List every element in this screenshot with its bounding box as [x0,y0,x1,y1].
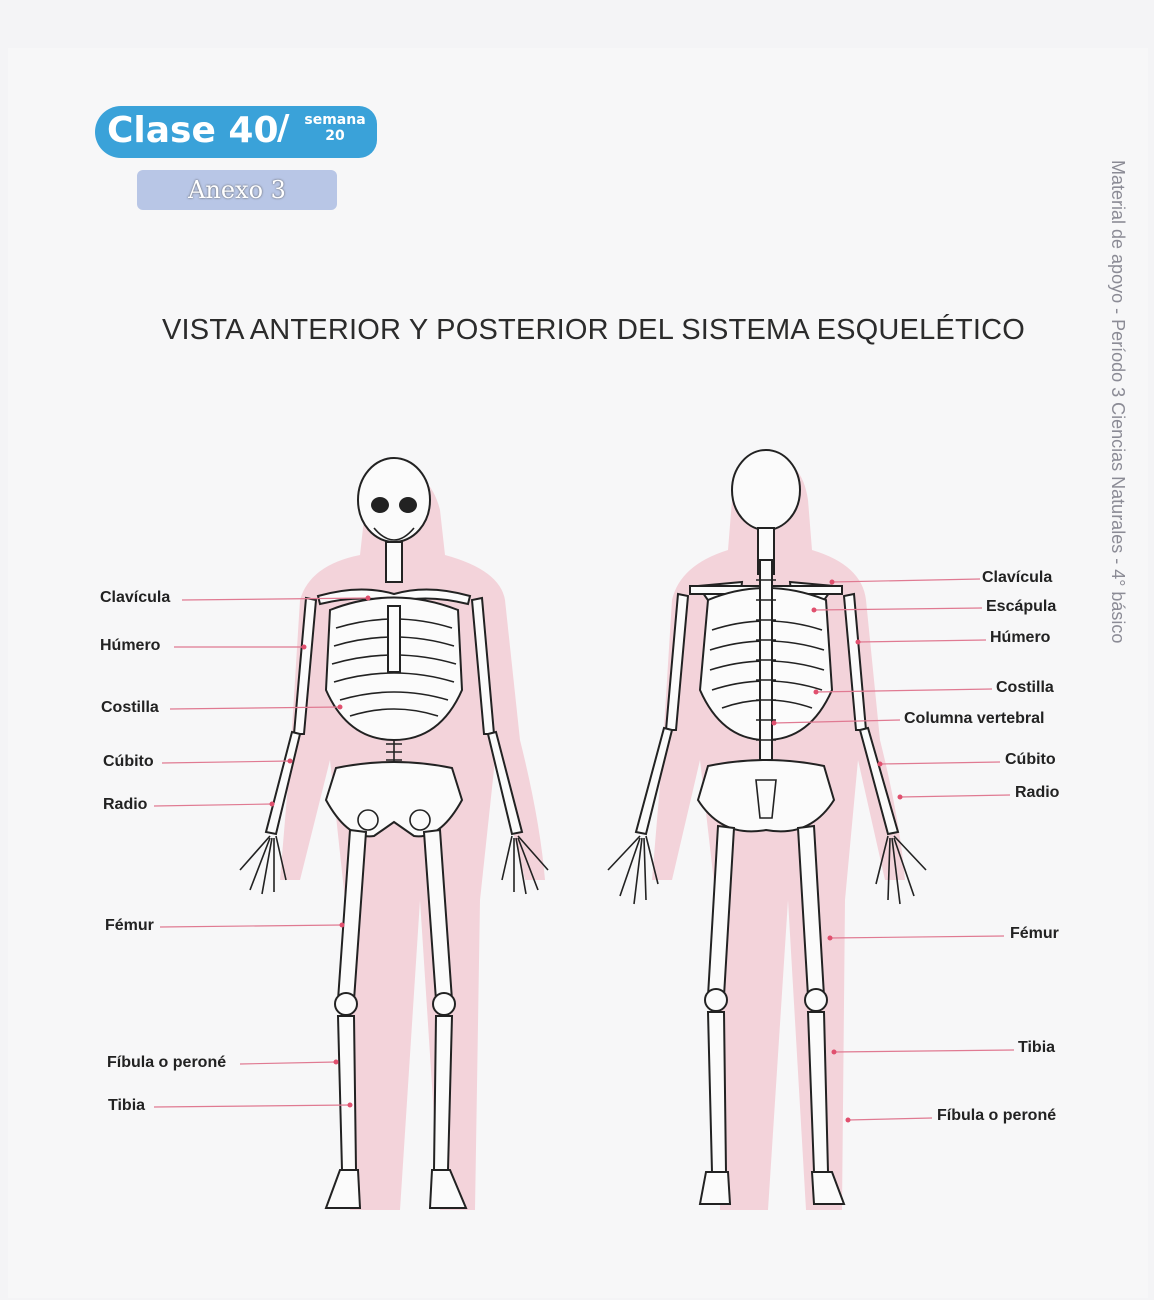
label-cubito-post: Cúbito [1005,751,1056,768]
label-radio-post: Radio [1015,784,1060,801]
leader-fibula-post [848,1118,932,1120]
posterior-pelvis [698,760,834,831]
anterior-hand-left [240,836,286,894]
dot-clavicula-post [830,580,835,585]
anterior-neck [386,542,402,582]
label-costilla-ant: Costilla [101,699,159,716]
label-femur-post: Fémur [1010,925,1059,942]
label-humero-post: Húmero [990,629,1051,646]
dot-humero-post [856,640,861,645]
leader-tibia-post [834,1050,1014,1052]
leader-cubito-ant [162,761,290,763]
anterior-skeleton [240,458,548,1210]
dot-cubito-ant [288,759,293,764]
leader-radio-post [900,795,1010,797]
label-tibia-ant: Tibia [108,1097,145,1114]
posterior-heel-left [700,1172,730,1204]
label-clavicula-post: Clavícula [982,569,1052,586]
dot-columna-post [772,721,777,726]
anterior-knee-right [433,993,455,1015]
label-femur-ant: Fémur [105,917,154,934]
anterior-knee-left [335,993,357,1015]
dot-femur-post [828,936,833,941]
posterior-skull [732,450,800,530]
dot-fibula-post [846,1118,851,1123]
dot-costilla-ant [338,705,343,710]
posterior-hand-left [608,836,658,904]
dot-tibia-ant [348,1103,353,1108]
dot-humero-ant [302,645,307,650]
label-humero-ant: Húmero [100,637,161,654]
label-radio-ant: Radio [103,796,148,813]
dot-costilla-post [814,690,819,695]
anterior-foot-left [326,1170,360,1208]
dot-fibula-ant [334,1060,339,1065]
leader-cubito-post [880,762,1000,764]
label-costilla-post: Costilla [996,679,1054,696]
label-escapula-post: Escápula [986,598,1056,615]
dot-tibia-post [832,1050,837,1055]
dot-escapula-post [812,608,817,613]
anterior-tibia-right [434,1016,452,1170]
label-fibula-post: Fíbula o peroné [937,1107,1056,1124]
label-fibula-ant: Fíbula o peroné [107,1054,226,1071]
leader-radio-ant [154,804,272,806]
leader-femur-post [830,936,1004,938]
dot-radio-post [898,795,903,800]
dot-clavicula-ant [366,596,371,601]
label-columna-post: Columna vertebral [904,710,1044,727]
leader-femur-ant [160,925,342,927]
leader-humero-post [858,640,986,642]
posterior-knee-right [805,989,827,1011]
dot-radio-ant [270,802,275,807]
anterior-sternum [388,606,400,672]
posterior-body-shadow [652,458,905,1210]
posterior-skeleton [608,450,926,1210]
posterior-knee-left [705,989,727,1011]
leader-tibia-ant [154,1105,350,1107]
posterior-tibia-left [708,1012,726,1172]
anterior-tibia-left [338,1016,356,1170]
dot-cubito-post [878,762,883,767]
anterior-body-shadow [280,470,545,1210]
anterior-skull [358,458,430,542]
label-clavicula-ant: Clavícula [100,589,170,606]
leader-fibula-ant [240,1062,336,1064]
anterior-eye-right [399,497,417,513]
dot-femur-ant [340,923,345,928]
anterior-eye-left [371,497,389,513]
label-tibia-post: Tibia [1018,1039,1055,1056]
label-cubito-ant: Cúbito [103,753,154,770]
